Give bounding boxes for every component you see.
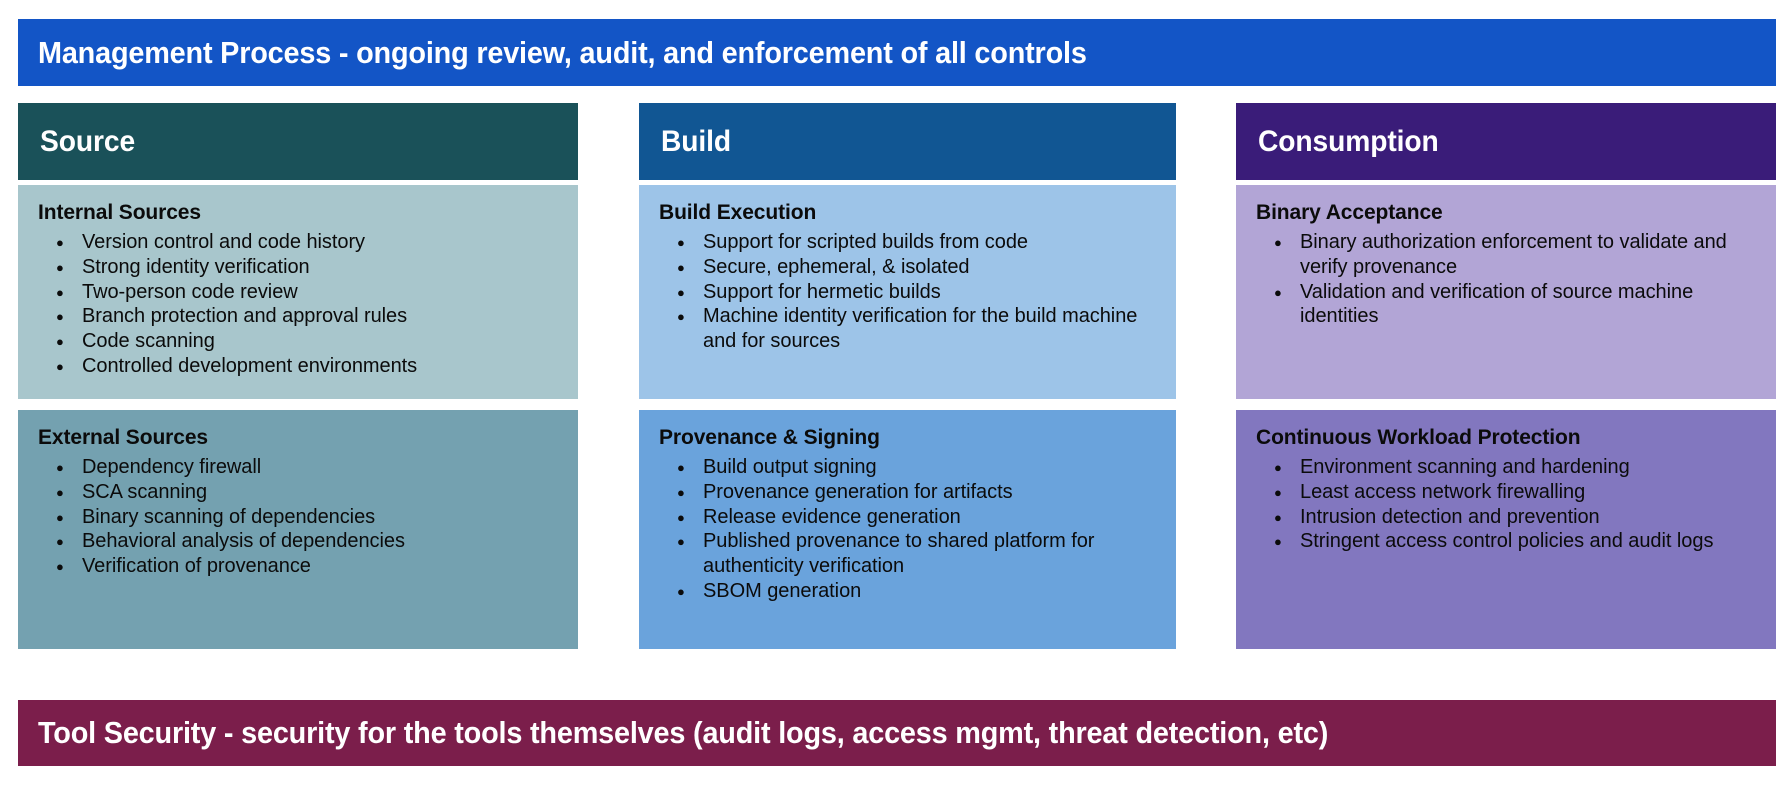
list-item: Binary authorization enforcement to vali… (1256, 230, 1762, 280)
column-header-source: Source (18, 103, 578, 180)
list-item: Stringent access control policies and au… (1256, 529, 1762, 554)
list-item: Verification of provenance (38, 554, 564, 579)
card-list-provenance-signing: Build output signing Provenance generati… (659, 455, 1162, 604)
list-item: SCA scanning (38, 480, 564, 505)
column-source: Source Internal Sources Version control … (18, 103, 578, 649)
list-item: Binary scanning of dependencies (38, 505, 564, 530)
list-item: Two-person code review (38, 280, 564, 305)
list-item: Dependency firewall (38, 455, 564, 480)
card-list-internal-sources: Version control and code history Strong … (38, 230, 564, 379)
card-title-provenance-signing: Provenance & Signing (659, 426, 880, 449)
card-title-internal-sources: Internal Sources (38, 201, 201, 224)
list-item: Intrusion detection and prevention (1256, 505, 1762, 530)
column-header-source-label: Source (40, 124, 136, 158)
list-item: Version control and code history (38, 230, 564, 255)
management-process-label: Management Process - ongoing review, aud… (38, 34, 1087, 70)
column-header-consumption: Consumption (1236, 103, 1776, 180)
card-list-build-execution: Support for scripted builds from code Se… (659, 230, 1162, 354)
card-binary-acceptance: Binary Acceptance Binary authorization e… (1236, 185, 1776, 399)
tool-security-label: Tool Security - security for the tools t… (38, 715, 1329, 750)
card-build-execution: Build Execution Support for scripted bui… (639, 185, 1176, 399)
card-list-continuous-workload-protection: Environment scanning and hardening Least… (1256, 455, 1762, 554)
card-title-build-execution: Build Execution (659, 201, 817, 224)
card-title-binary-acceptance: Binary Acceptance (1256, 201, 1443, 224)
card-provenance-signing: Provenance & Signing Build output signin… (639, 410, 1176, 649)
card-list-external-sources: Dependency firewall SCA scanning Binary … (38, 455, 564, 579)
column-header-build-label: Build (661, 124, 732, 158)
list-item: Build output signing (659, 455, 1162, 480)
card-external-sources: External Sources Dependency firewall SCA… (18, 410, 578, 649)
list-item: Validation and verification of source ma… (1256, 280, 1762, 330)
list-item: Strong identity verification (38, 255, 564, 280)
list-item: Controlled development environments (38, 354, 564, 379)
column-header-consumption-label: Consumption (1258, 124, 1439, 158)
card-title-external-sources: External Sources (38, 426, 208, 449)
column-build: Build Build Execution Support for script… (639, 103, 1176, 649)
list-item: Code scanning (38, 329, 564, 354)
list-item: Behavioral analysis of dependencies (38, 529, 564, 554)
card-internal-sources: Internal Sources Version control and cod… (18, 185, 578, 399)
list-item: Support for scripted builds from code (659, 230, 1162, 255)
card-continuous-workload-protection: Continuous Workload Protection Environme… (1236, 410, 1776, 649)
list-item: Secure, ephemeral, & isolated (659, 255, 1162, 280)
list-item: Published provenance to shared platform … (659, 529, 1162, 579)
list-item: Provenance generation for artifacts (659, 480, 1162, 505)
list-item: Branch protection and approval rules (38, 304, 564, 329)
list-item: Release evidence generation (659, 505, 1162, 530)
tool-security-banner: Tool Security - security for the tools t… (18, 700, 1776, 766)
column-consumption: Consumption Binary Acceptance Binary aut… (1236, 103, 1776, 649)
list-item: Support for hermetic builds (659, 280, 1162, 305)
column-header-build: Build (639, 103, 1176, 180)
list-item: SBOM generation (659, 579, 1162, 604)
management-process-banner: Management Process - ongoing review, aud… (18, 19, 1776, 86)
list-item: Least access network firewalling (1256, 480, 1762, 505)
list-item: Environment scanning and hardening (1256, 455, 1762, 480)
card-list-binary-acceptance: Binary authorization enforcement to vali… (1256, 230, 1762, 329)
card-title-continuous-workload-protection: Continuous Workload Protection (1256, 426, 1581, 449)
list-item: Machine identity verification for the bu… (659, 304, 1162, 354)
